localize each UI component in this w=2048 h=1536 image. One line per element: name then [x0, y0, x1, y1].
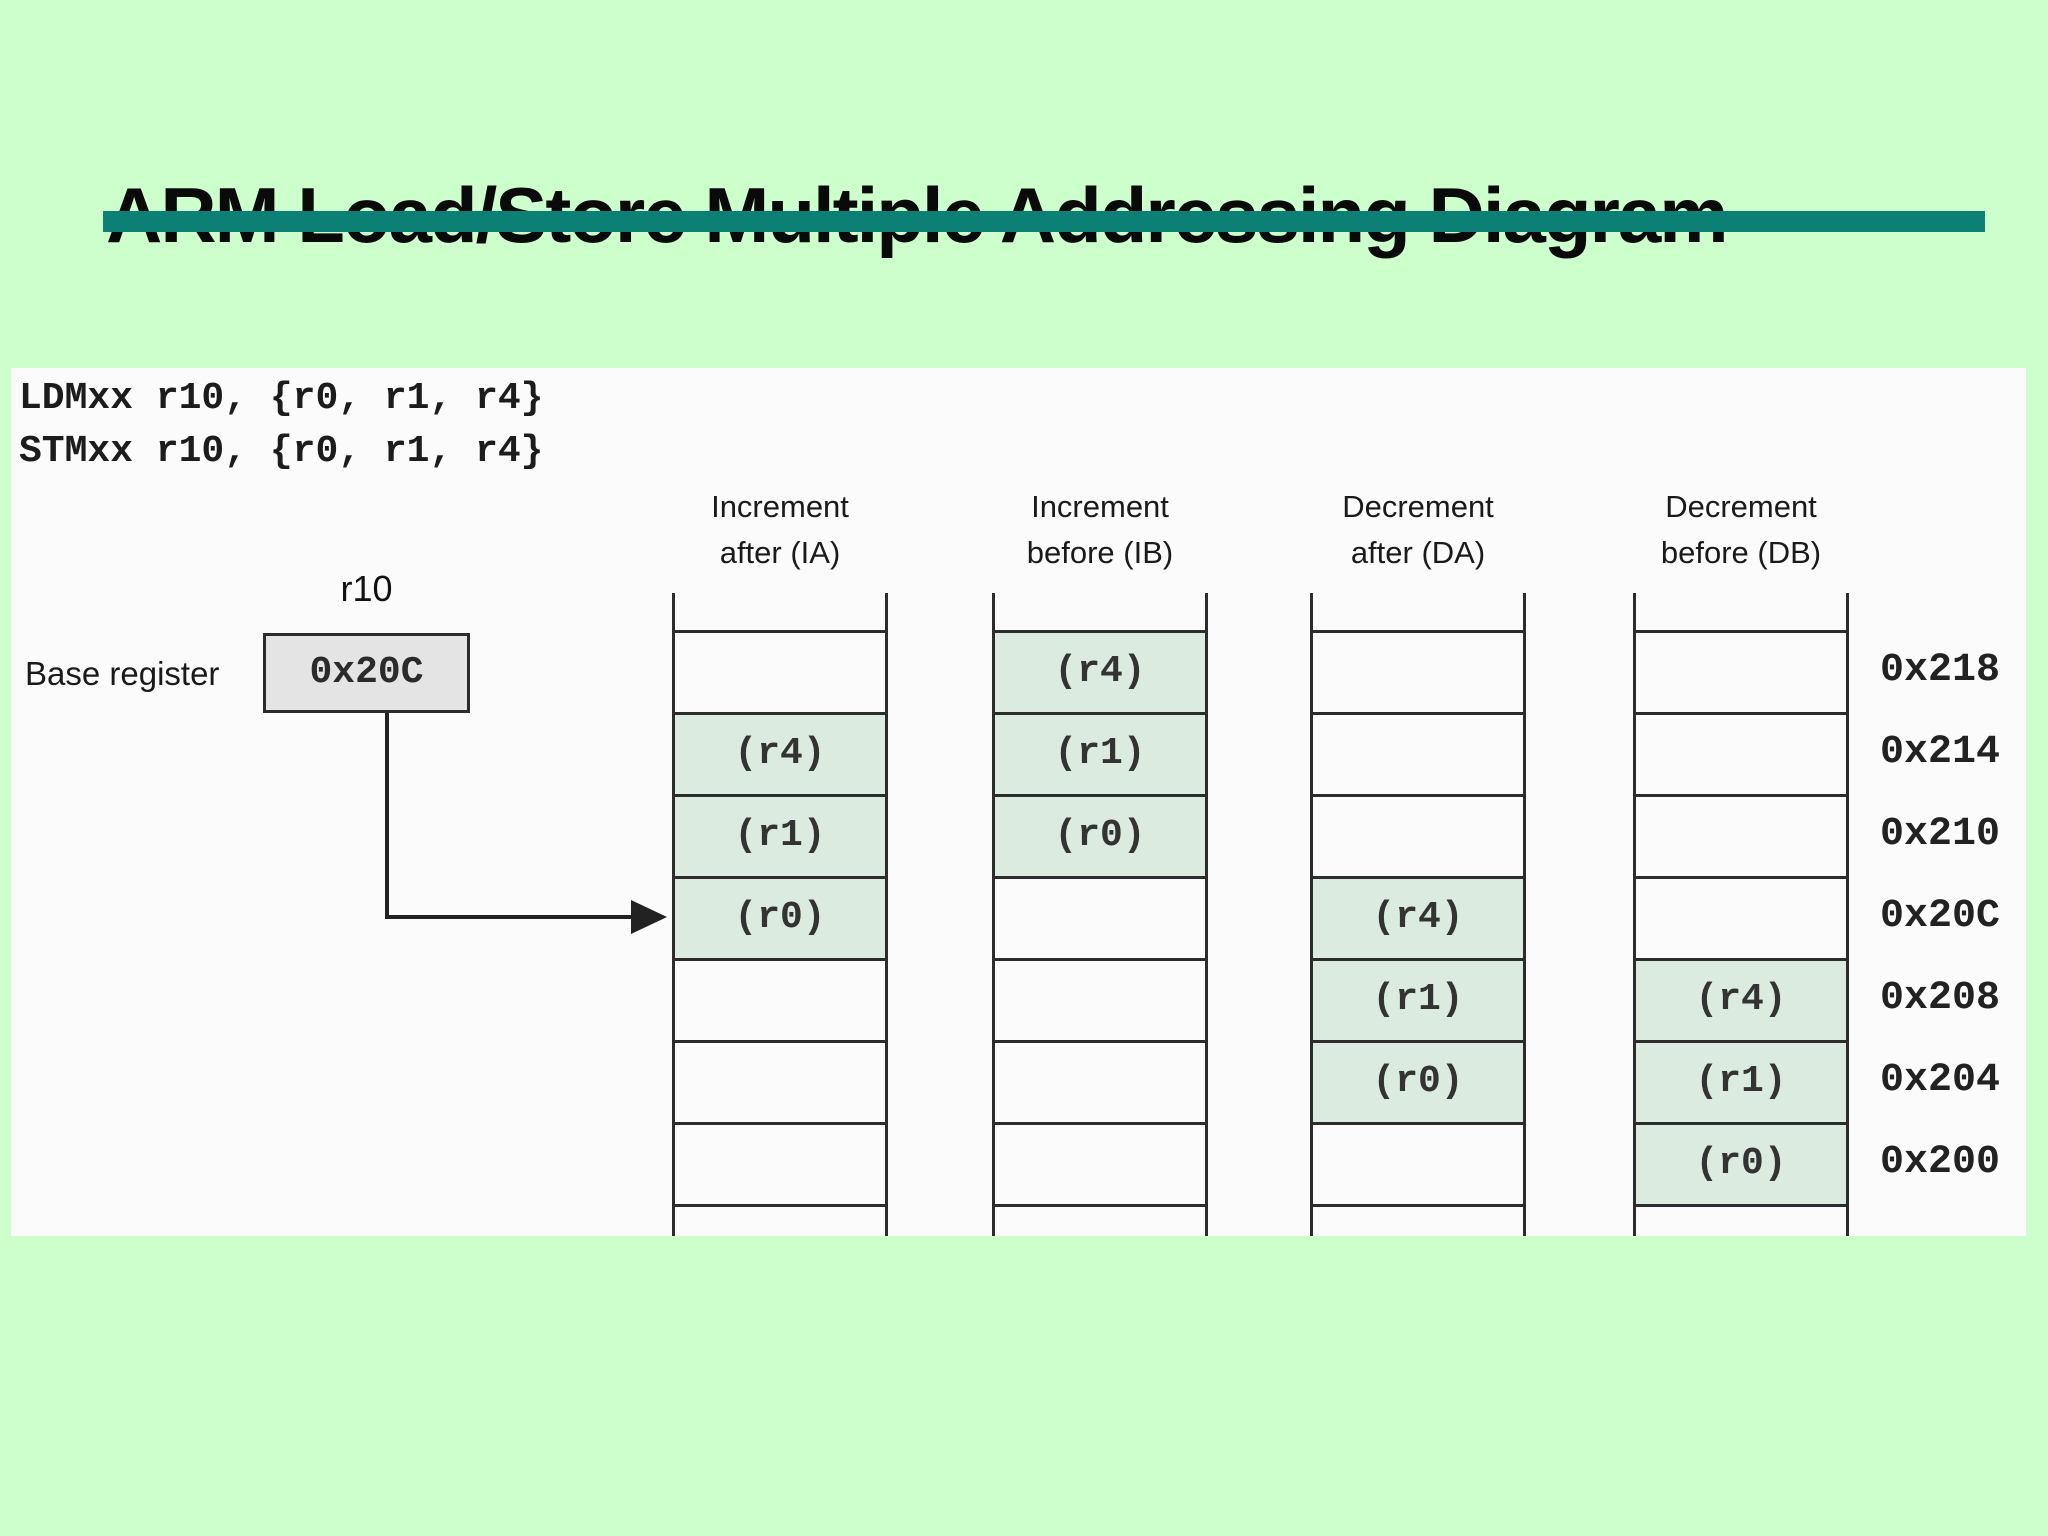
address-label: 0x204 — [1880, 1058, 2001, 1103]
column-header-line2: after (DA) — [1350, 535, 1486, 570]
diagram-panel: LDMxx r10, {r0, r1, r4} STMxx r10, {r0, … — [11, 368, 2026, 1236]
column-header-line1: Increment — [711, 489, 849, 524]
arrow-head-icon — [631, 900, 667, 934]
memory-cell — [1313, 712, 1523, 794]
column-header-line2: before (DB) — [1660, 535, 1822, 570]
memory-cell — [995, 958, 1205, 1040]
memory-cell: (r1) — [675, 794, 885, 876]
memory-cell: (r0) — [995, 794, 1205, 876]
memory-cell — [675, 1040, 885, 1122]
memory-cell — [995, 876, 1205, 958]
memory-cell — [1313, 794, 1523, 876]
memory-cell: (r4) — [675, 712, 885, 794]
code-line-ldm: LDMxx r10, {r0, r1, r4} — [19, 377, 544, 420]
memory-cell: (r1) — [1636, 1040, 1846, 1122]
column-header-db: Decrement before (DB) — [1626, 484, 1856, 576]
address-label: 0x20C — [1880, 894, 2001, 939]
address-label: 0x210 — [1880, 812, 2001, 857]
memory-cell: (r0) — [675, 876, 885, 958]
code-line-stm: STMxx r10, {r0, r1, r4} — [19, 430, 544, 473]
memory-cell — [675, 958, 885, 1040]
row-divider — [1636, 1204, 1846, 1207]
memory-cell — [675, 630, 885, 712]
column-header-line1: Decrement — [1665, 489, 1817, 524]
arrow-horizontal-segment — [385, 915, 633, 919]
memory-cell: (r0) — [1313, 1040, 1523, 1122]
base-register-box: 0x20C — [263, 633, 470, 713]
memory-cell: (r1) — [1313, 958, 1523, 1040]
row-divider — [1313, 1204, 1523, 1207]
memory-cell: (r1) — [995, 712, 1205, 794]
instruction-code: LDMxx r10, {r0, r1, r4} STMxx r10, {r0, … — [19, 372, 544, 478]
column-header-line2: before (IB) — [1026, 535, 1174, 570]
memory-cell: (r0) — [1636, 1122, 1846, 1204]
address-label: 0x214 — [1880, 730, 2001, 775]
column-header-ia: Increment after (IA) — [665, 484, 895, 576]
memory-cell — [1636, 794, 1846, 876]
memory-cell — [1313, 630, 1523, 712]
memory-cell — [1313, 1122, 1523, 1204]
memory-cell: (r4) — [995, 630, 1205, 712]
row-divider — [675, 1204, 885, 1207]
column-header-line1: Decrement — [1342, 489, 1494, 524]
memory-column-db: (r4) (r1) (r0) — [1633, 593, 1849, 1236]
memory-cell — [995, 1122, 1205, 1204]
title-underline — [103, 211, 1985, 232]
memory-cell — [995, 1040, 1205, 1122]
memory-cell — [675, 1122, 885, 1204]
column-header-ib: Increment before (IB) — [985, 484, 1215, 576]
memory-cell — [1636, 712, 1846, 794]
address-label: 0x208 — [1880, 976, 2001, 1021]
memory-cell: (r4) — [1313, 876, 1523, 958]
address-label: 0x218 — [1880, 648, 2001, 693]
memory-column-ia: (r4) (r1) (r0) — [672, 593, 888, 1236]
column-header-line2: after (IA) — [719, 535, 841, 570]
arrow-vertical-segment — [385, 713, 389, 919]
column-header-line1: Increment — [1031, 489, 1169, 524]
memory-cell — [1636, 630, 1846, 712]
memory-column-da: (r4) (r1) (r0) — [1310, 593, 1526, 1236]
base-register-name: r10 — [340, 568, 393, 609]
row-divider — [995, 1204, 1205, 1207]
memory-cell: (r4) — [1636, 958, 1846, 1040]
memory-column-ib: (r4) (r1) (r0) — [992, 593, 1208, 1236]
base-register-label: Base register — [25, 655, 220, 692]
column-header-da: Decrement after (DA) — [1303, 484, 1533, 576]
memory-cell — [1636, 876, 1846, 958]
address-label: 0x200 — [1880, 1140, 2001, 1185]
